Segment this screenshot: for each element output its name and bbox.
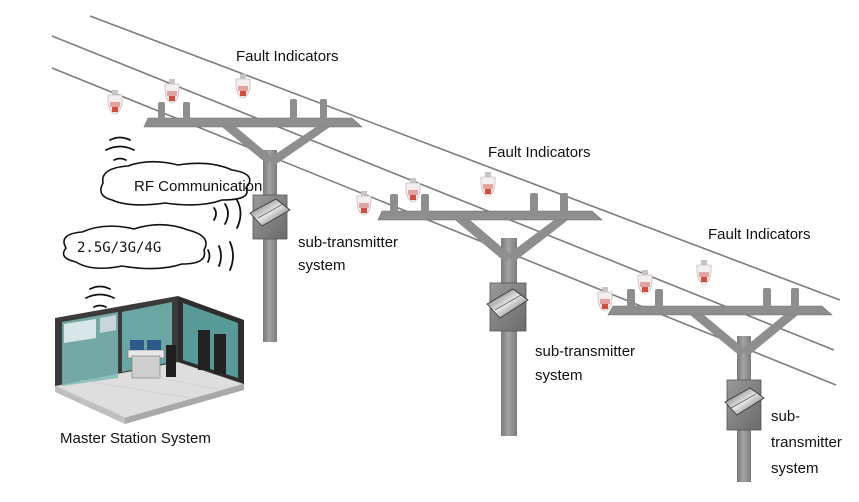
- cellular-cloud: [62, 223, 207, 270]
- sub-transmitter-1-label-line2: system: [298, 257, 346, 274]
- utility-pole-3: [607, 288, 833, 482]
- cellular-network-label: 2.5G/3G/4G: [77, 240, 162, 256]
- fault-indicator-icon: [597, 286, 613, 312]
- utility-pole-1: [143, 99, 363, 342]
- fault-indicator-icon: [480, 171, 496, 197]
- fault-indicator-icon: [696, 259, 712, 285]
- fault-indicator-icon: [405, 177, 421, 203]
- fault-indicator-icon: [637, 269, 653, 295]
- signal-wave-icon: [105, 136, 135, 161]
- fault-indicator-icon: [107, 89, 123, 115]
- fault-indicator-icon: [356, 190, 372, 216]
- sub-transmitter-1-label-line1: sub-transmitter: [298, 234, 399, 251]
- transmitter-box-3: [724, 379, 765, 431]
- fault-indicators-label-2: Fault Indicators: [488, 144, 591, 161]
- signal-wave-icon: [85, 285, 115, 308]
- transmitter-box-1: [249, 194, 291, 240]
- sub-transmitter-3-label-line3: system: [771, 460, 819, 477]
- fault-indicators-group-3: [597, 259, 712, 312]
- sub-transmitter-2-label-line2: system: [535, 367, 583, 384]
- rf-communication-cloud: [100, 160, 251, 206]
- sub-transmitter-2-label-line1: sub-transmitter: [535, 343, 636, 360]
- rf-communication-label: RF Communication: [134, 178, 263, 195]
- signal-wave-icon: [207, 241, 234, 271]
- utility-pole-2: [377, 193, 603, 436]
- fault-indicators-group-1: [107, 73, 251, 115]
- transmitter-box-2: [486, 282, 529, 332]
- fault-indicators-label-3: Fault Indicators: [708, 226, 811, 243]
- signal-wave-icon: [213, 199, 242, 229]
- control-room-icon: [53, 296, 246, 424]
- sub-transmitter-3-label-line2: transmitter: [771, 434, 842, 451]
- fault-indicators-label-1: Fault Indicators: [236, 48, 339, 65]
- sub-transmitter-3-label-line1: sub-: [771, 408, 801, 425]
- master-station-label: Master Station System: [60, 430, 211, 447]
- fault-indicator-icon: [235, 73, 251, 99]
